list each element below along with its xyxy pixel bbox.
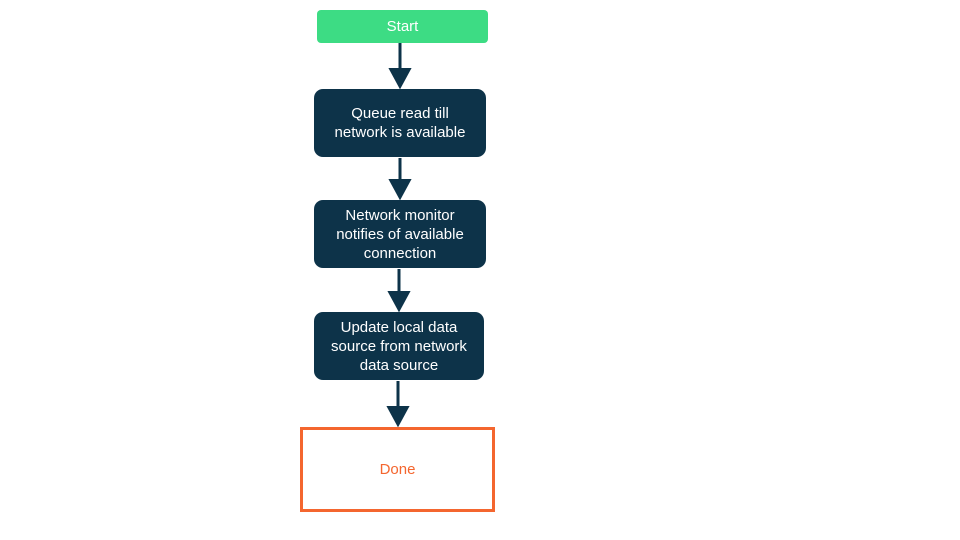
node-queue-read[interactable]: Queue read till network is available (314, 89, 486, 157)
node-done[interactable]: Done (300, 427, 495, 512)
node-start-label: Start (386, 18, 419, 35)
node-start[interactable]: Start (317, 10, 488, 43)
node-update-local-data-source[interactable]: Update local data source from network da… (314, 312, 484, 380)
node-network-monitor[interactable]: Network monitor notifies of available co… (314, 200, 486, 268)
node-queue-read-label: Queue read till network is available (334, 105, 466, 141)
node-network-monitor-label: Network monitor notifies of available co… (336, 206, 464, 262)
node-done-label: Done (379, 461, 416, 478)
node-update-local-data-source-label: Update local data source from network da… (331, 318, 467, 374)
